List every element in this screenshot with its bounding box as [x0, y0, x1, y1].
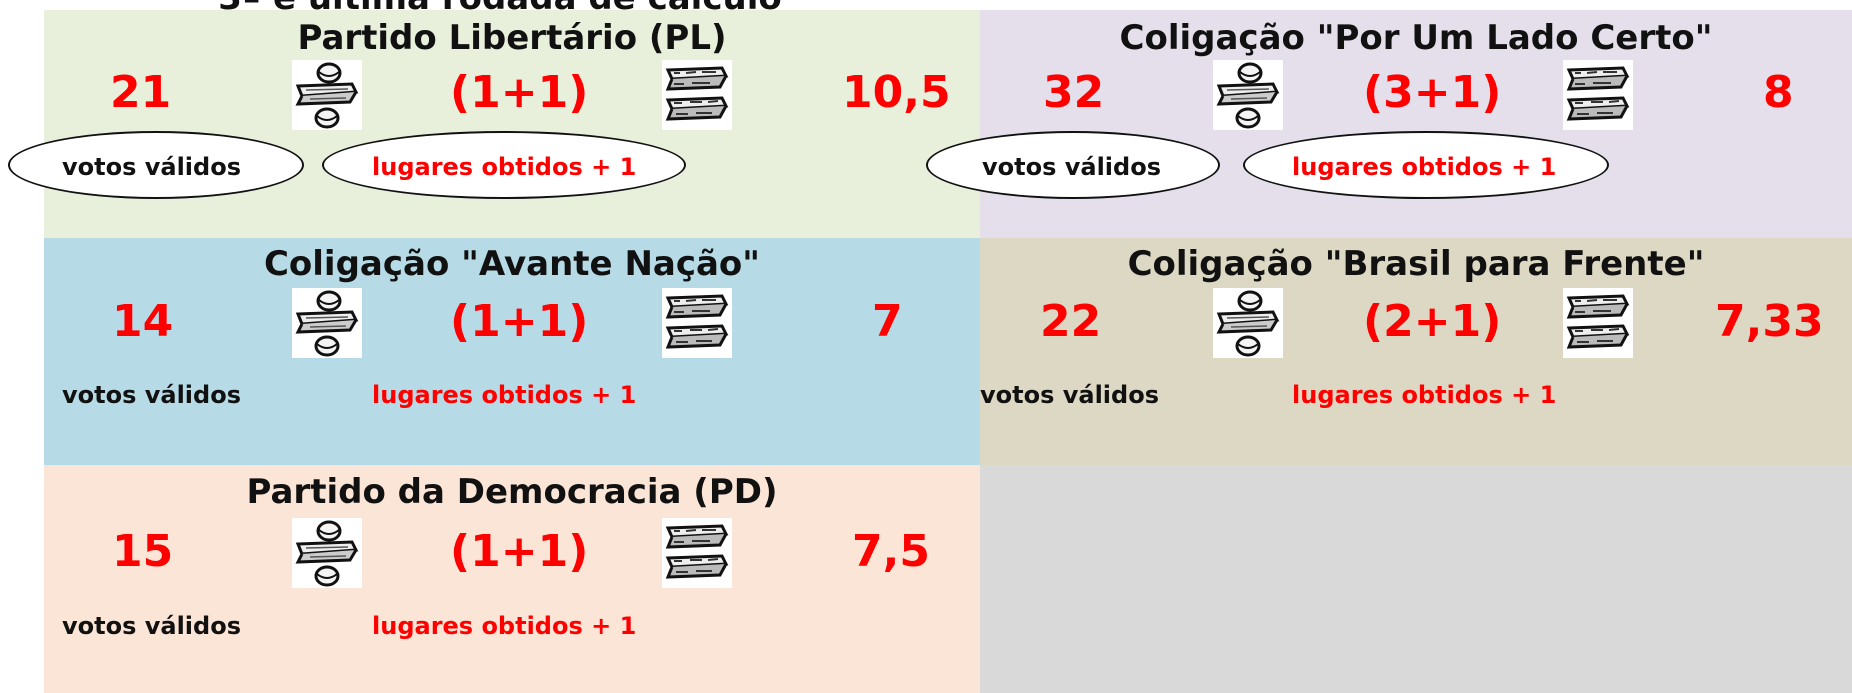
- seats-label-oval: [1243, 131, 1609, 199]
- slide-heading: 3ª e última rodada de cálculo: [0, 0, 1000, 18]
- votes-label: votos válidos: [62, 612, 241, 640]
- panel-empty: [980, 465, 1852, 693]
- votes-label: votos válidos: [980, 381, 1159, 409]
- division-icon: [1213, 288, 1283, 358]
- equals-icon: [662, 288, 732, 358]
- result-value: 7: [872, 296, 903, 347]
- seats-label: lugares obtidos + 1: [372, 153, 637, 181]
- division-icon: [1213, 60, 1283, 130]
- division-icon: [292, 60, 362, 130]
- panel-title: Coligação "Brasil para Frente": [1127, 244, 1705, 284]
- equals-icon: [1563, 288, 1633, 358]
- divisor-value: (1+1): [450, 526, 589, 577]
- result-value: 8: [1763, 67, 1794, 118]
- divisor-value: (3+1): [1363, 67, 1502, 118]
- seats-label: lugares obtidos + 1: [372, 612, 637, 640]
- votes-label: votos válidos: [982, 153, 1161, 181]
- divisor-value: (1+1): [450, 67, 589, 118]
- panel-title: Coligação "Por Um Lado Certo": [1119, 18, 1713, 58]
- result-value: 7,33: [1715, 296, 1824, 347]
- panel-title: Partido da Democracia (PD): [246, 472, 778, 512]
- division-icon: [292, 288, 362, 358]
- seats-label: lugares obtidos + 1: [1292, 381, 1557, 409]
- panel-pl: Partido Libertário (PL): [44, 10, 980, 238]
- panel-title: Coligação "Avante Nação": [263, 244, 761, 284]
- result-value: 10,5: [842, 67, 951, 118]
- panel-title: Partido Libertário (PL): [297, 18, 727, 58]
- votes-value: 14: [112, 296, 174, 347]
- equals-icon: [662, 60, 732, 130]
- votes-value: 15: [112, 526, 174, 577]
- divisor-value: (1+1): [450, 296, 589, 347]
- votes-value: 21: [110, 67, 172, 118]
- result-value: 7,5: [852, 526, 930, 577]
- votes-label-oval: [8, 131, 304, 199]
- seats-label: lugares obtidos + 1: [1292, 153, 1557, 181]
- seats-label-oval: [322, 131, 686, 199]
- votes-label: votos válidos: [62, 381, 241, 409]
- panel-por-um-lado-certo: Coligação "Por Um Lado Certo": [980, 10, 1852, 238]
- panel-brasil-para-frente: Coligação "Brasil para Frente": [980, 238, 1852, 465]
- equals-icon: [662, 518, 732, 588]
- divisor-value: (2+1): [1363, 296, 1502, 347]
- votes-label-oval: [926, 131, 1220, 199]
- equals-icon: [1563, 60, 1633, 130]
- votes-value: 22: [1040, 296, 1102, 347]
- votes-label: votos válidos: [62, 153, 241, 181]
- votes-value: 32: [1043, 67, 1105, 118]
- seats-label: lugares obtidos + 1: [372, 381, 637, 409]
- division-icon: [292, 518, 362, 588]
- panel-pd: Partido da Democracia (PD): [44, 465, 980, 693]
- panel-avante-nacao: Coligação "Avante Nação": [44, 238, 980, 465]
